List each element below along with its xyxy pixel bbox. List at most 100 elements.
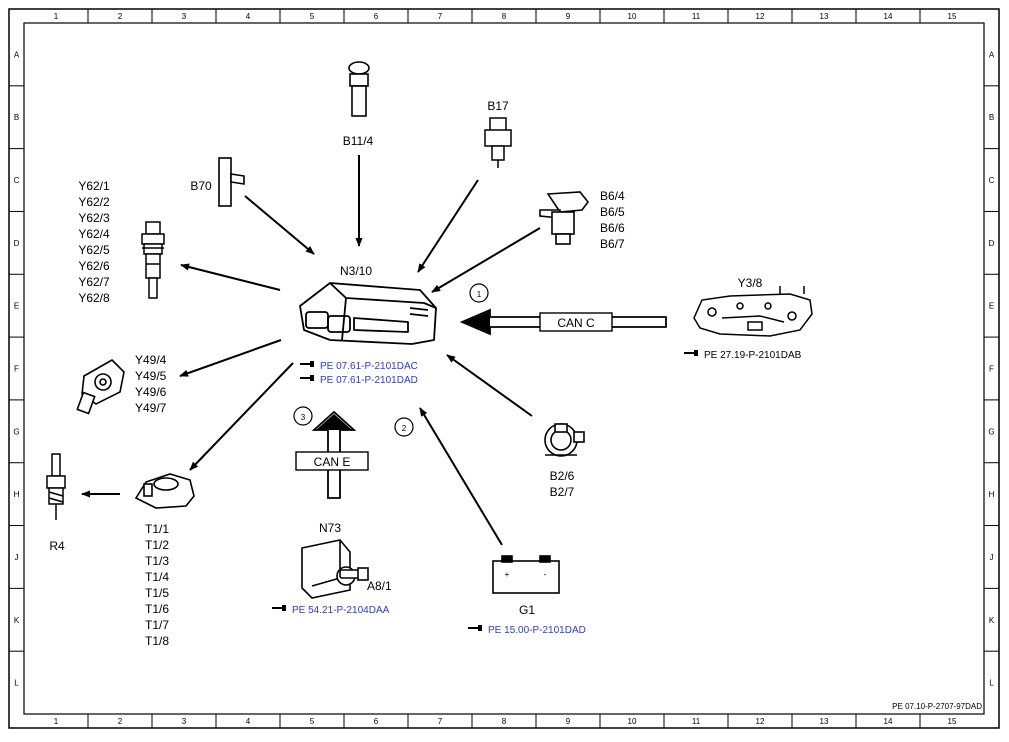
t1-7-label: T1/7 [145, 618, 169, 632]
g1-ref[interactable]: PE 15.00-P-2101DAD [468, 625, 586, 636]
fuel-injector-icon [141, 221, 165, 299]
grid-column-label: 5 [310, 717, 315, 726]
grid-column-label: 9 [566, 717, 571, 726]
t1-3-label: T1/3 [145, 554, 169, 568]
grid-row-label: C [14, 176, 20, 185]
grid-column-label: 12 [756, 12, 765, 21]
grid-row-label: J [15, 553, 19, 562]
grid-column-label: 11 [692, 12, 701, 21]
ecu-ref-1[interactable]: PE 07.61-P-2101DAC [300, 361, 418, 372]
can-e-arrowhead [316, 414, 352, 430]
can-c-bus[interactable]: CAN C [459, 308, 667, 336]
grid-column-label: 3 [182, 717, 187, 726]
arrow-ecu-to-y62 [180, 263, 281, 291]
arrow-b70-to-ecu [244, 195, 315, 255]
grid-row-label: D [14, 239, 20, 248]
grid-row-label: H [14, 490, 20, 499]
grid-column-label: 14 [884, 12, 893, 21]
can-c-box [539, 312, 613, 332]
battery-g1[interactable]: + - G1 PE 15.00-P-2101DAD [468, 555, 586, 636]
transmission-control-y3-8[interactable]: Y3/8 PE 27.19-P-2101DAB [684, 276, 813, 361]
marker-2: 2 [394, 417, 414, 437]
grid-column-label: 12 [756, 717, 765, 726]
actuator-y49-group[interactable]: Y49/4 Y49/5 Y49/6 Y49/7 [76, 353, 167, 415]
ecu-ref-link-2[interactable]: PE 07.61-P-2101DAD [320, 375, 418, 386]
crankshaft-sensor-icon [218, 157, 245, 207]
ignition-switch-n73[interactable]: N73 A8/1 PE 54.21-P-2104DAA [272, 521, 392, 616]
y62-6-label: Y62/6 [78, 259, 110, 273]
y3-8-ref[interactable]: PE 27.19-P-2101DAB [684, 350, 802, 361]
grid-column-label: 13 [820, 12, 829, 21]
grid-column-label: 6 [374, 12, 379, 21]
reference-pointer-icon [300, 361, 314, 367]
reference-pointer-icon [272, 605, 286, 611]
grid-column-label: 5 [310, 12, 315, 21]
t1-1-label: T1/1 [145, 522, 169, 536]
g1-label: G1 [519, 603, 535, 617]
grid-column-label: 15 [948, 12, 957, 21]
grid-row-label: K [989, 616, 995, 625]
spark-plug-r4[interactable]: R4 [46, 453, 66, 553]
ignition-coil-t1-group[interactable]: T1/1 T1/2 T1/3 T1/4 T1/5 T1/6 T1/7 T1/8 [134, 473, 195, 648]
y62-8-label: Y62/8 [78, 291, 110, 305]
document-reference: PE 07.10-P-2707-97DAD [892, 702, 982, 711]
n73-ref[interactable]: PE 54.21-P-2104DAA [272, 605, 390, 616]
t1-8-label: T1/8 [145, 634, 169, 648]
t1-6-label: T1/6 [145, 602, 169, 616]
can-e-bus[interactable]: CAN E [295, 410, 369, 499]
grid-row-label: A [14, 50, 20, 59]
grid-column-label: 4 [246, 717, 251, 726]
b11-4-label: B11/4 [343, 134, 374, 148]
can-e-label: CAN E [314, 455, 351, 469]
grid-column-label: 7 [438, 12, 443, 21]
arrow-g1-to-ecu [419, 407, 503, 546]
sensor-b70[interactable]: B70 [190, 157, 245, 207]
ignition-coil-icon [134, 473, 195, 509]
b2-7-label: B2/7 [550, 485, 575, 499]
sensor-b6-group[interactable]: B6/4 B6/5 B6/6 B6/7 [539, 189, 625, 251]
grid-row-label: F [14, 365, 19, 374]
can-c-arrowhead [464, 311, 490, 333]
n73-ref-link[interactable]: PE 54.21-P-2104DAA [292, 605, 390, 616]
y49-6-label: Y49/6 [135, 385, 167, 399]
grid-row-label: F [989, 365, 994, 374]
ecu-ref-link-1[interactable]: PE 07.61-P-2101DAC [320, 361, 418, 372]
sensor-b2-group[interactable]: B2/6 B2/7 [544, 423, 585, 499]
y3-8-ref-link[interactable]: PE 27.19-P-2101DAB [704, 350, 802, 361]
grid-column-label: 13 [820, 717, 829, 726]
sensor-b11-4[interactable]: B11/4 [343, 61, 374, 148]
y62-7-label: Y62/7 [78, 275, 110, 289]
sensor-b17[interactable]: B17 [484, 99, 512, 168]
y62-3-label: Y62/3 [78, 211, 110, 225]
injector-y62-group[interactable]: Y62/1 Y62/2 Y62/3 Y62/4 Y62/5 Y62/6 Y62/… [78, 179, 165, 305]
reference-pointer-icon [300, 375, 314, 381]
grid-row-label: J [990, 553, 994, 562]
grid-column-label: 8 [502, 717, 507, 726]
grid-ticks [9, 9, 999, 728]
grid-row-label: B [989, 113, 994, 122]
camshaft-sensor-icon [539, 191, 590, 245]
ecu-ref-2[interactable]: PE 07.61-P-2101DAD [300, 375, 418, 386]
arrow-ecu-to-t1 [189, 362, 294, 471]
g1-ref-link[interactable]: PE 15.00-P-2101DAD [488, 625, 586, 636]
grid-row-label: B [14, 113, 19, 122]
ecu-label: N3/10 [340, 264, 372, 278]
marker-2-number: 2 [402, 424, 407, 433]
marker-3-number: 3 [301, 413, 306, 422]
b6-6-label: B6/6 [600, 221, 625, 235]
air-mass-sensor-icon [544, 423, 585, 457]
can-c-label: CAN C [557, 316, 595, 330]
grid-column-label: 9 [566, 12, 571, 21]
y62-5-label: Y62/5 [78, 243, 110, 257]
camshaft-adjuster-icon [76, 359, 125, 415]
t1-2-label: T1/2 [145, 538, 169, 552]
grid-column-label: 6 [374, 717, 379, 726]
grid-row-label: K [14, 616, 20, 625]
r4-label: R4 [49, 539, 65, 553]
ecu-n3-10[interactable]: N3/10 PE 07.61-P-2101DAC PE 07.61-P-2101… [299, 264, 437, 386]
b17-label: B17 [487, 99, 509, 113]
y62-1-label: Y62/1 [78, 179, 110, 193]
grid-column-label: 8 [502, 12, 507, 21]
grid-column-label: 1 [54, 717, 59, 726]
